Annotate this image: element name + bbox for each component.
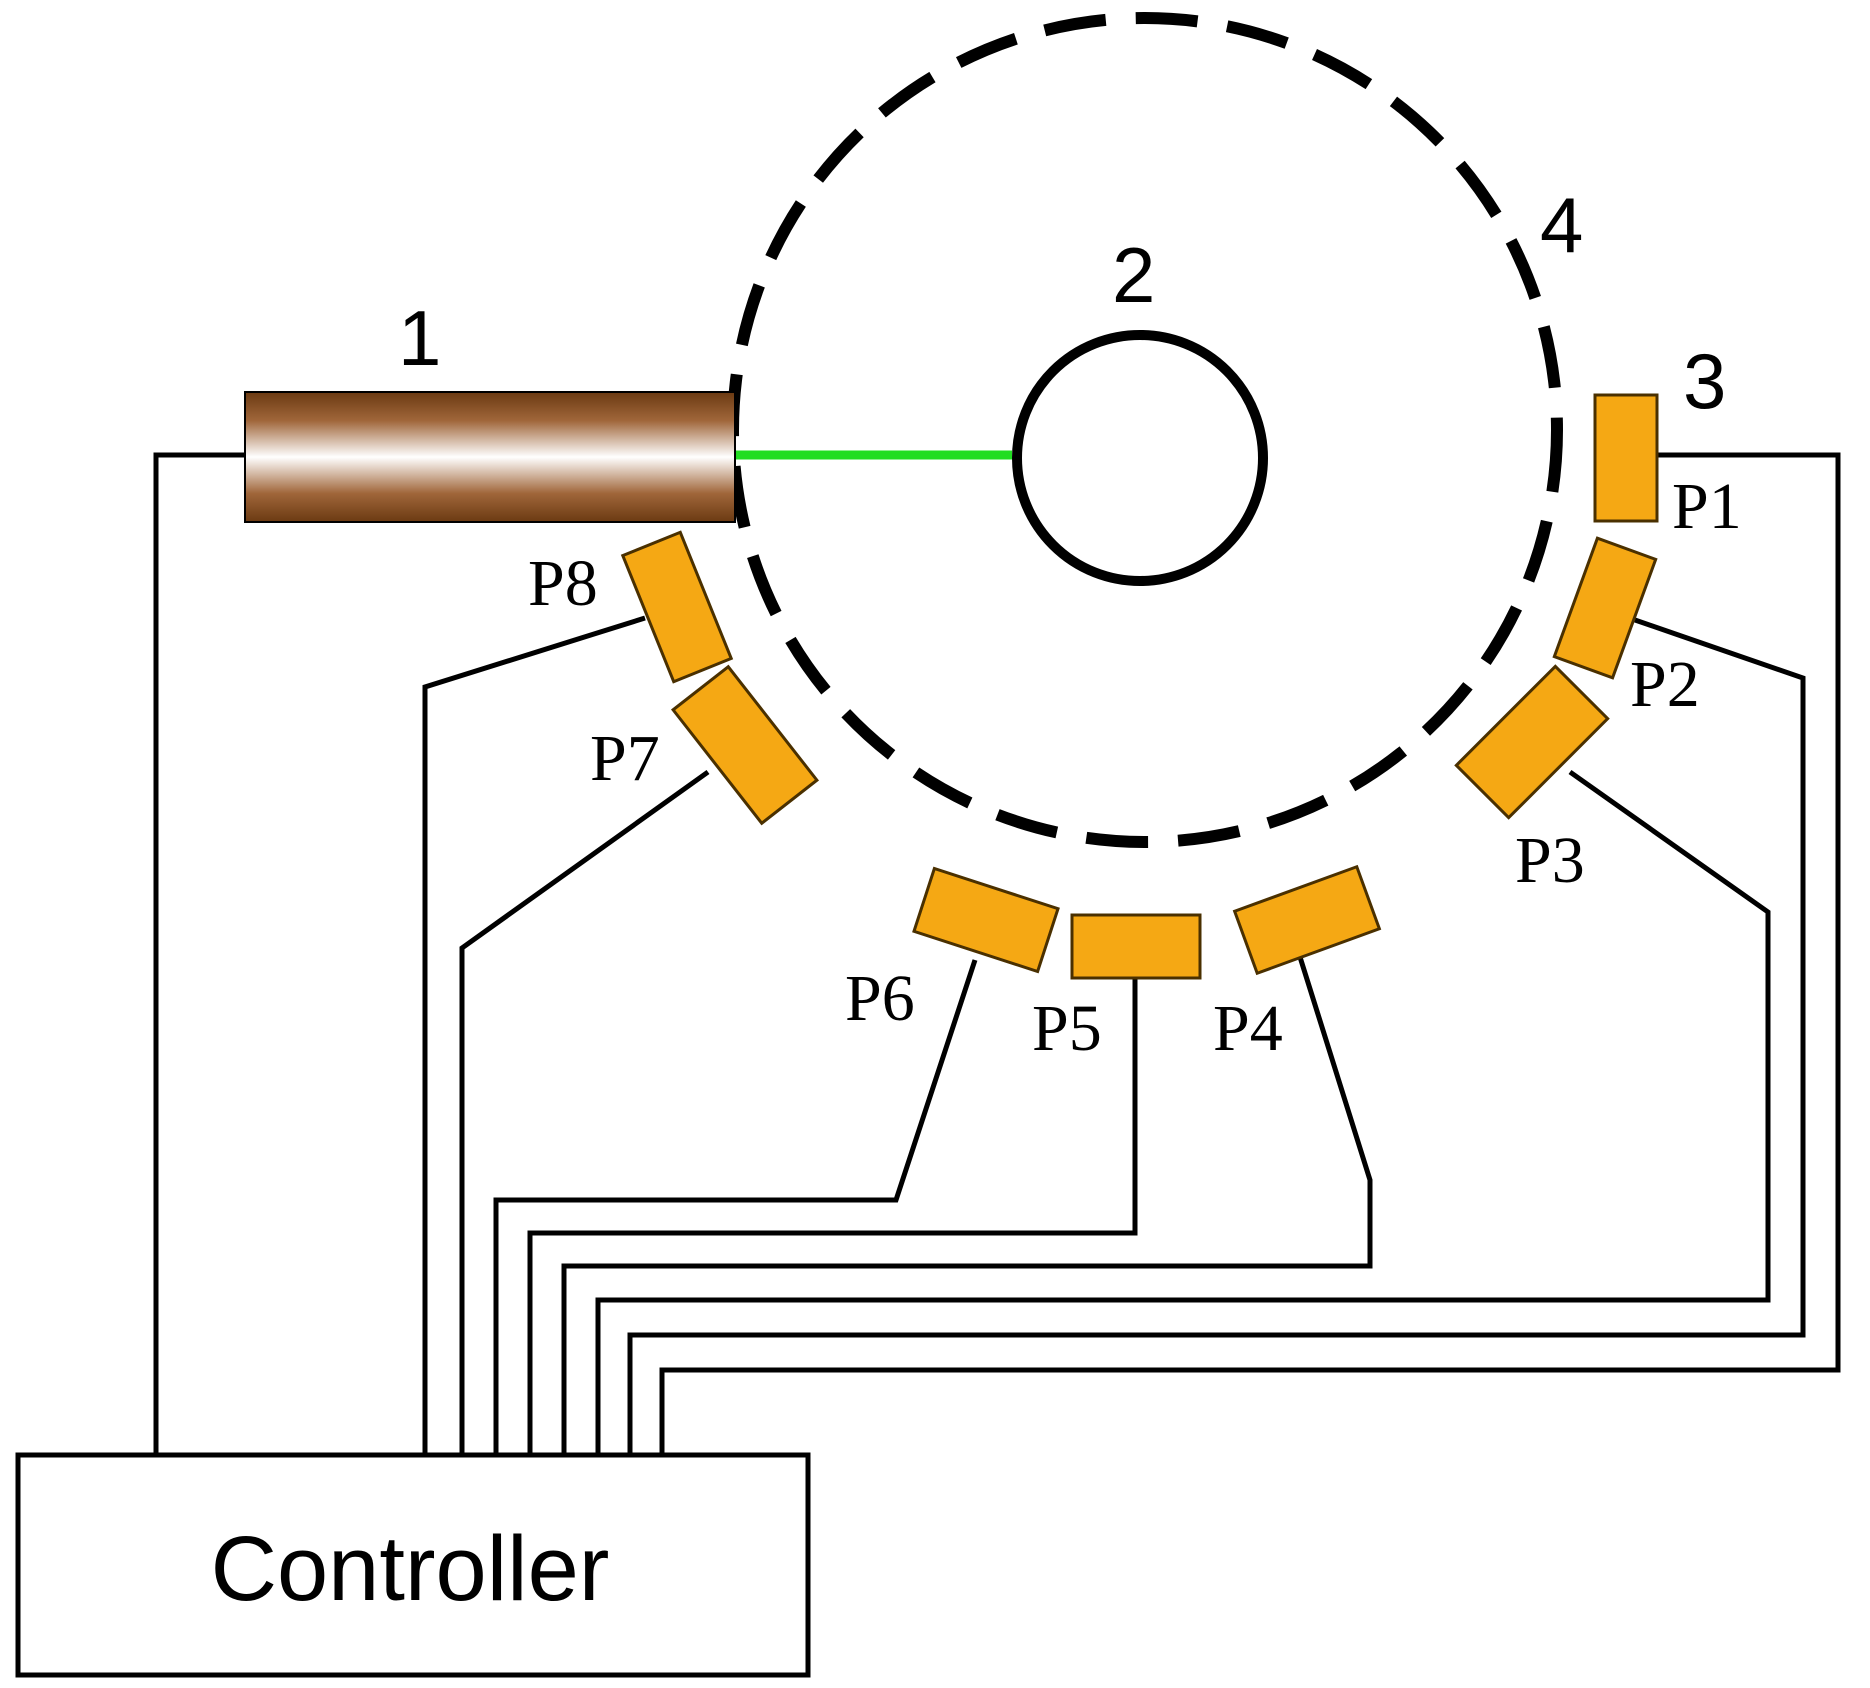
wire-p6 — [493, 959, 978, 1455]
detector-p3 — [1454, 664, 1610, 820]
detector-p2 — [1552, 536, 1658, 680]
detector-p8 — [620, 530, 734, 684]
label-laser-number: 1 — [398, 294, 441, 382]
wire-p1 — [659, 452, 1841, 1455]
detector-p7 — [670, 664, 820, 826]
label-p5: P5 — [1032, 992, 1102, 1065]
label-p2: P2 — [1630, 648, 1700, 721]
detector-array — [620, 393, 1659, 980]
label-p3: P3 — [1515, 824, 1585, 897]
detector-p5 — [1070, 913, 1202, 980]
label-p6: P6 — [845, 962, 915, 1035]
wire-p7 — [459, 769, 710, 1455]
label-p4: P4 — [1213, 992, 1283, 1065]
label-p7: P7 — [590, 722, 660, 795]
wire-p2 — [627, 617, 1806, 1455]
wire-p4 — [561, 956, 1373, 1455]
wire-p3 — [595, 769, 1771, 1455]
wire-p5 — [527, 978, 1138, 1455]
laser-source — [244, 391, 736, 523]
detector-p1 — [1593, 393, 1659, 523]
label-detector-group-number: 3 — [1683, 337, 1726, 425]
label-chamber-number: 4 — [1540, 181, 1583, 269]
controller-box — [15, 1452, 811, 1678]
detector-p6 — [912, 866, 1060, 974]
label-target-number: 2 — [1112, 231, 1155, 319]
wiring — [153, 452, 1841, 1455]
controller-label: Controller — [211, 1518, 610, 1620]
chamber-dashed-circle — [727, 12, 1563, 848]
label-p8: P8 — [528, 547, 598, 620]
target-circle — [1012, 330, 1268, 586]
detector-p4 — [1232, 864, 1382, 976]
wire-laser — [153, 452, 245, 1455]
label-p1: P1 — [1672, 470, 1742, 543]
wire-p8 — [422, 615, 646, 1455]
